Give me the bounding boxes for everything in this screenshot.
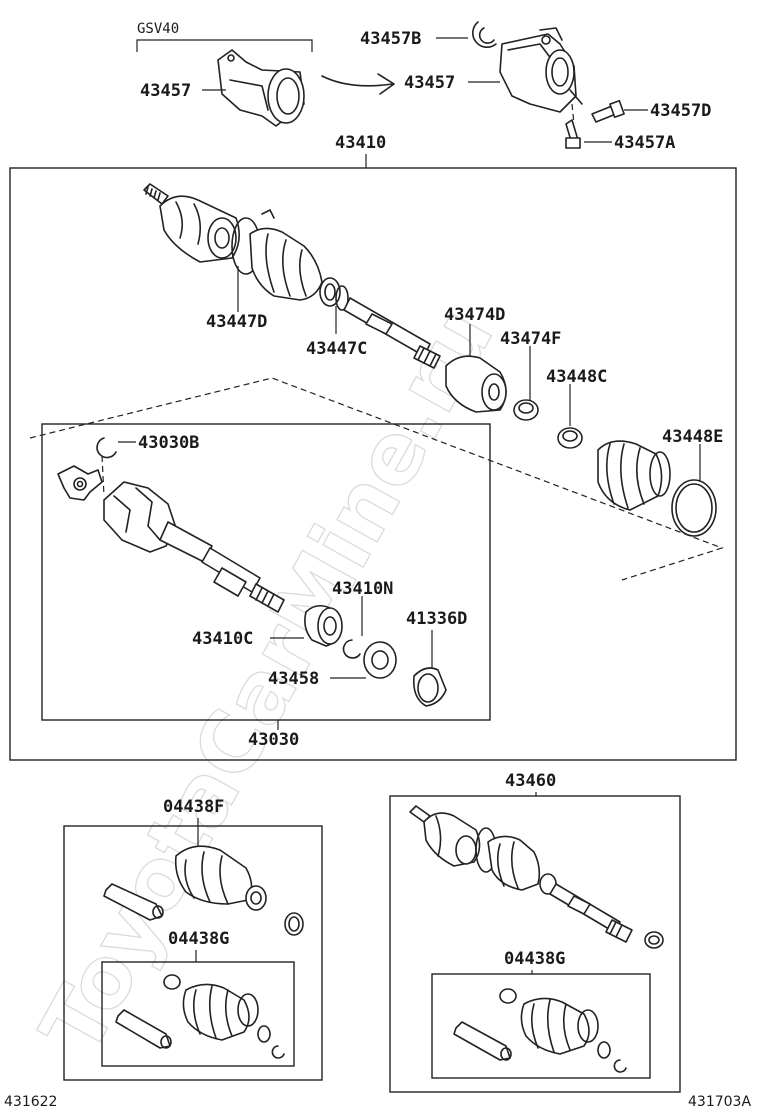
bearing-43410C xyxy=(304,604,343,647)
clamp-43448C xyxy=(557,427,583,449)
assembly-box-43030 xyxy=(41,423,491,721)
snap-ring-icon xyxy=(472,21,497,48)
part-label-43030B: 43030B xyxy=(138,433,199,453)
drive-shaft-outer xyxy=(143,183,441,369)
bolt-icon xyxy=(591,99,625,123)
footer-code-right: 431703A xyxy=(688,1094,751,1110)
boot-kit-04438G-right xyxy=(453,988,627,1073)
gsv40-bracket-group: GSV40 43457 43457 43457B xyxy=(136,21,711,153)
footer-code-left: 431622 xyxy=(4,1094,57,1110)
snap-ring-43030B xyxy=(96,437,117,459)
tripod-joint xyxy=(57,465,103,501)
part-label-04438G-left: 04438G xyxy=(168,929,229,949)
part-label-04438G-right: 04438G xyxy=(504,949,565,969)
plate-43458 xyxy=(363,641,397,679)
part-label-43448C: 43448C xyxy=(546,367,607,387)
part-label-43457-right: 43457 xyxy=(404,73,455,93)
clamp-43474F xyxy=(513,399,539,421)
part-label-43474F: 43474F xyxy=(500,329,561,349)
part-label-43457B: 43457B xyxy=(360,29,421,49)
stud-icon xyxy=(565,119,581,149)
boot-kit-04438F xyxy=(103,845,304,936)
inner-cv-housing xyxy=(103,481,285,613)
boot-kit-box-04438F xyxy=(63,825,323,1081)
band-clamp-43448E xyxy=(671,479,717,537)
dynamic-damper xyxy=(445,355,507,413)
part-label-04438F: 04438F xyxy=(163,797,224,817)
assembly-box-43410 xyxy=(9,167,737,761)
part-label-43030: 43030 xyxy=(248,730,299,750)
part-label-43458: 43458 xyxy=(268,669,319,689)
part-label-43460: 43460 xyxy=(505,771,556,791)
bearing-bracket-left xyxy=(217,49,305,127)
snap-ring-43410N xyxy=(342,639,361,659)
part-label-43457: 43457 xyxy=(140,81,191,101)
part-label-43474D: 43474D xyxy=(444,305,505,325)
boot-kit-box-04438G-left xyxy=(101,961,295,1067)
inboard-boot xyxy=(597,440,671,511)
drive-shaft-43460 xyxy=(409,805,664,949)
part-label-43457D: 43457D xyxy=(650,101,711,121)
dashed-outline xyxy=(29,377,724,581)
variant-label: GSV40 xyxy=(137,21,179,37)
part-label-43447D: 43447D xyxy=(206,312,267,332)
part-label-43410N: 43410N xyxy=(332,579,393,599)
boot-kit-04438G-left xyxy=(115,974,285,1059)
assembly-box-43460 xyxy=(389,795,681,1093)
part-label-43457A: 43457A xyxy=(614,133,675,153)
bearing-bracket-right xyxy=(499,27,583,113)
part-label-43448E: 43448E xyxy=(662,427,723,447)
dust-cover-41336D xyxy=(412,667,447,707)
boot-kit-box-04438G-right xyxy=(431,973,651,1079)
part-label-43410C: 43410C xyxy=(192,629,253,649)
part-label-43410: 43410 xyxy=(335,133,386,153)
part-label-41336D: 41336D xyxy=(406,609,467,629)
arrow-icon xyxy=(321,75,393,87)
part-label-43447C: 43447C xyxy=(306,339,367,359)
